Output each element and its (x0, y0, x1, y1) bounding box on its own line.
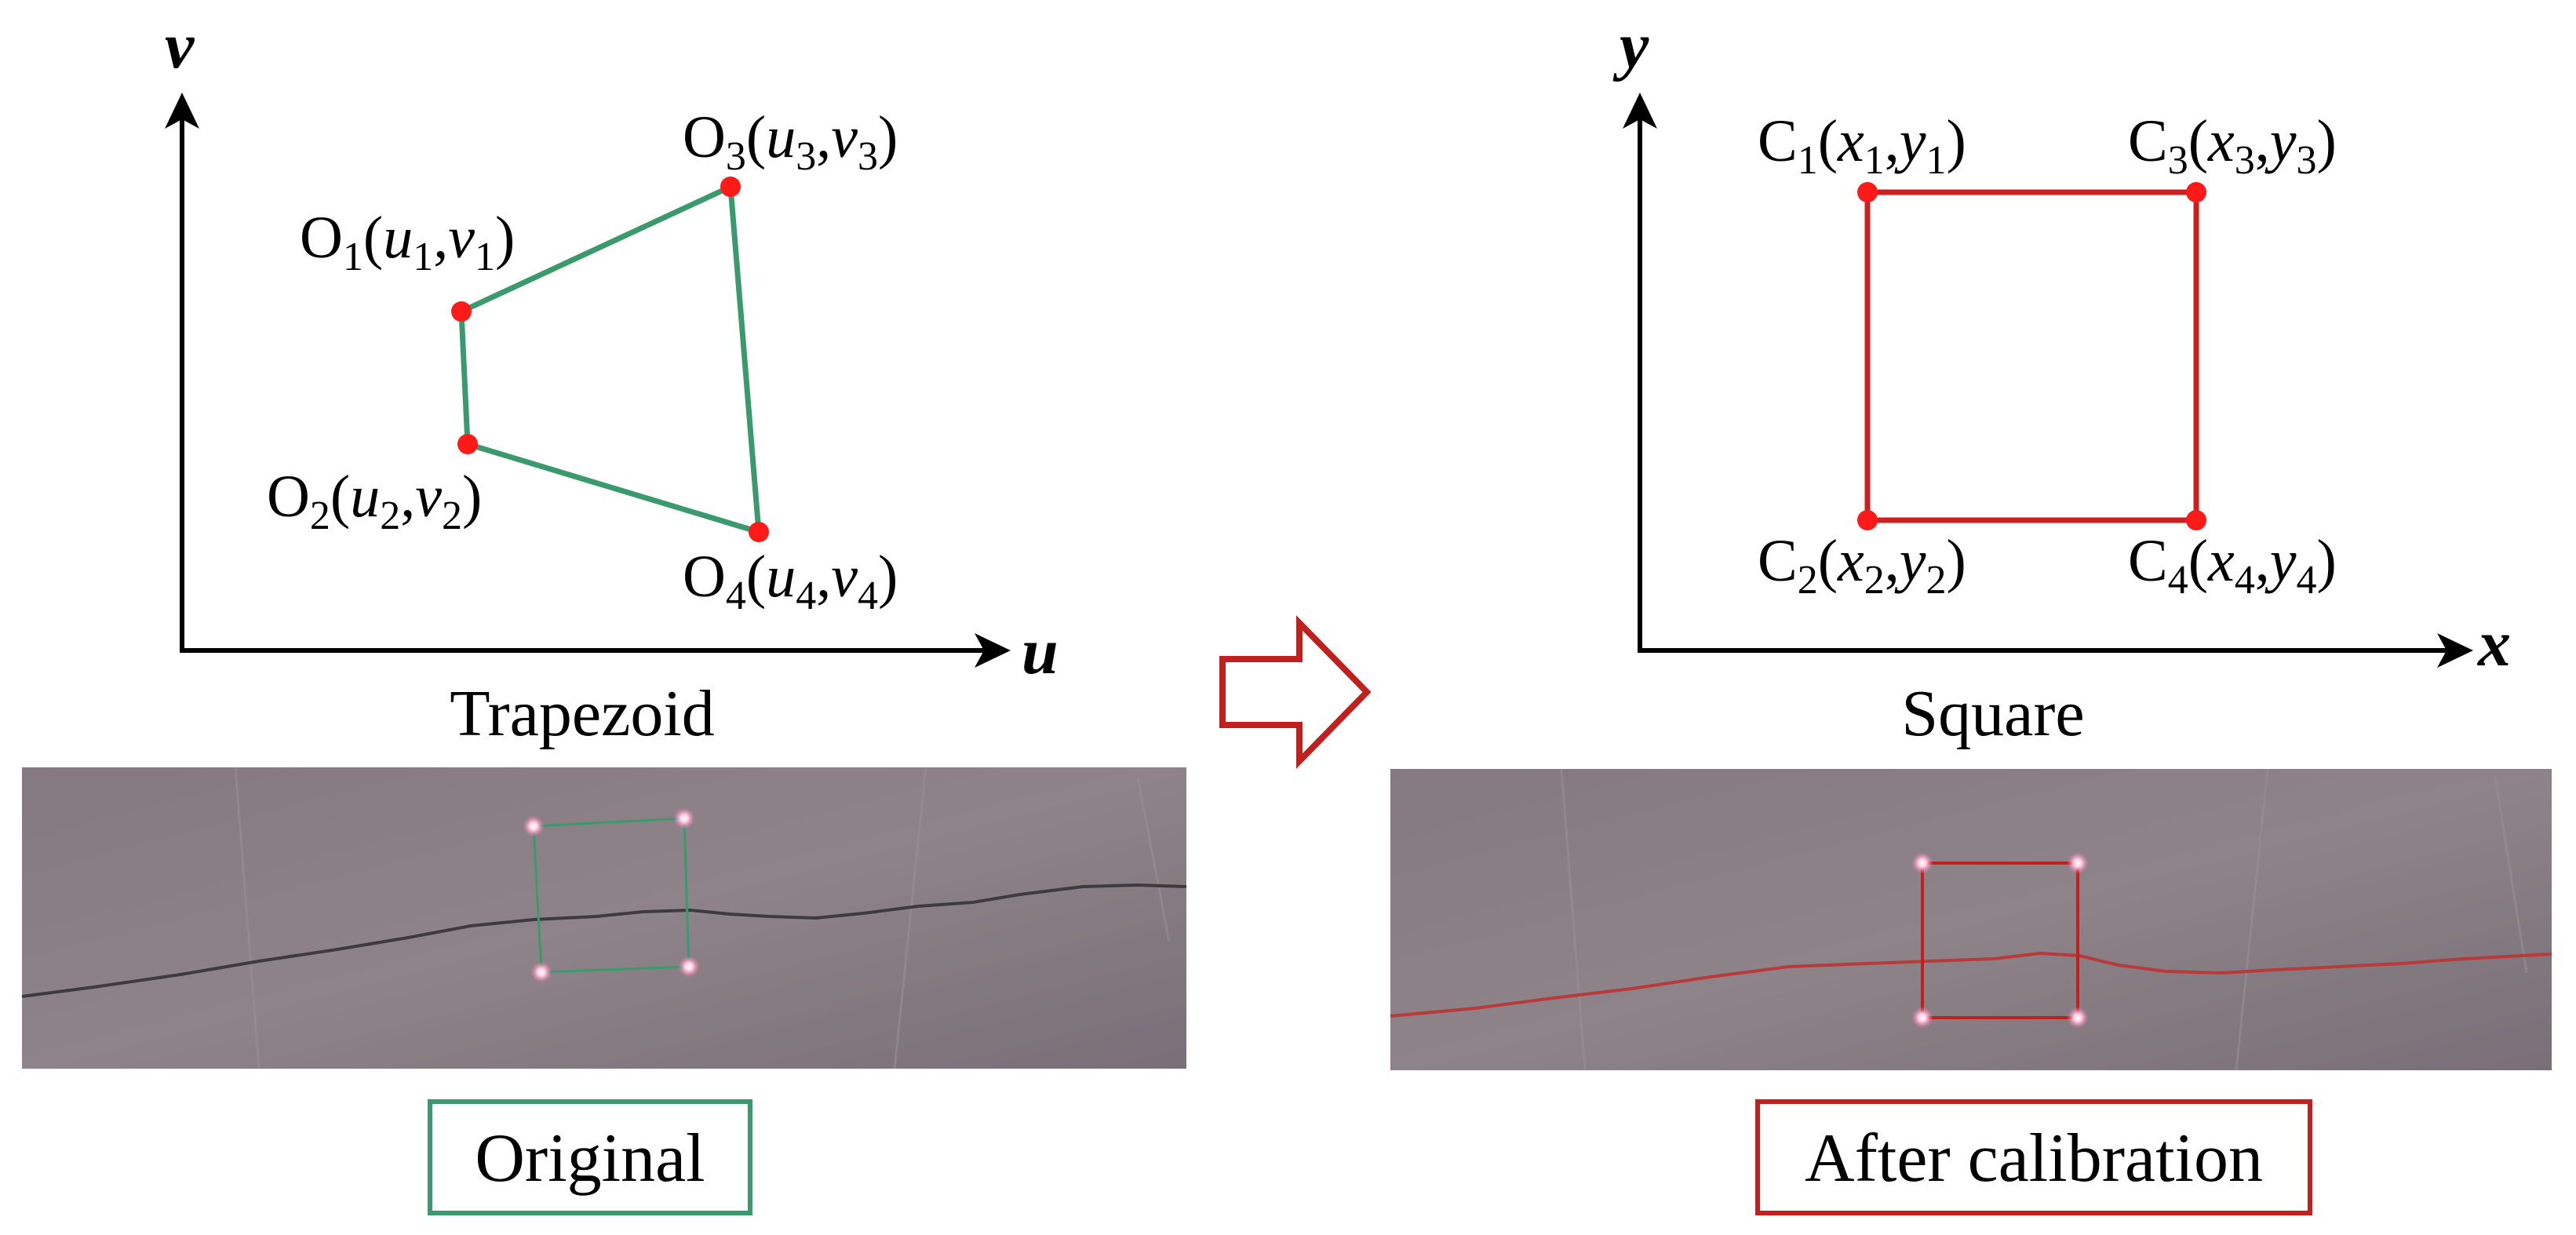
y-axis-arrowhead (1623, 93, 1657, 129)
square-shape (1864, 189, 2199, 523)
point-o2 (457, 434, 478, 454)
calibrated-photo-crack (1390, 951, 2552, 1018)
calibrated-photo-texture (1560, 768, 2528, 1071)
trapezoid-caption: Trapezoid (450, 677, 715, 750)
x-axis-arrowhead (2437, 633, 2473, 668)
label-c3: C3(x3,y3) (2128, 108, 2337, 183)
label-o2: O2(u2,v2) (267, 464, 482, 538)
point-o1 (451, 301, 472, 322)
original-box-frame (428, 1099, 752, 1215)
original-photo-wall (22, 767, 1186, 1069)
label-c4: C4(x4,y4) (2128, 528, 2337, 603)
original-photo-dot-4 (530, 961, 552, 983)
right-coordinate-plot: y x C1(x1,y1) C2(x2,y2) C3(x3,y3) C4(x4,… (1612, 9, 2511, 750)
calibrated-photo-wall (1390, 769, 2552, 1070)
square-caption: Square (1901, 677, 2084, 750)
left-coordinate-plot: v u O1(u1,v1) O2(u2,v2) O3(u3,v3) O4(u4,… (165, 9, 1058, 750)
v-axis-arrowhead (165, 93, 199, 129)
point-o3 (720, 177, 741, 197)
point-c1 (1857, 182, 1878, 202)
point-c4 (2186, 510, 2206, 530)
original-photo-dot-3 (678, 956, 700, 978)
calibrated-photo-dot-4 (2067, 1007, 2089, 1029)
calibrated-photo-dot-1 (1911, 852, 1933, 874)
point-c3 (2186, 182, 2206, 202)
calibrated-photo (1390, 768, 2552, 1071)
original-photo (21, 767, 1187, 1069)
label-o3: O3(u3,v3) (683, 104, 898, 179)
calibration-label-box: After calibration (1755, 1099, 2312, 1215)
point-c2 (1857, 510, 1878, 530)
transform-arrow (1219, 615, 1372, 769)
label-c2: C2(x2,y2) (1758, 528, 1966, 603)
original-photo-dot-1 (523, 815, 545, 837)
original-label: Original (475, 1120, 705, 1197)
label-o1: O1(u1,v1) (300, 205, 515, 279)
v-axis-label: v (165, 9, 195, 82)
original-photo-crack (21, 883, 1187, 998)
original-label-box: Original (428, 1099, 752, 1215)
calibration-box-frame (1755, 1099, 2312, 1215)
label-o4: O4(u4,v4) (683, 544, 898, 618)
u-axis-label: u (1022, 615, 1058, 688)
u-axis-arrowhead (975, 633, 1011, 668)
calibrated-photo-dot-2 (2067, 852, 2089, 874)
calibrated-photo-dot-3 (1911, 1007, 1933, 1029)
after-calibration-label: After calibration (1805, 1120, 2263, 1197)
y-axis-label: y (1612, 9, 1649, 82)
label-c1: C1(x1,y1) (1758, 108, 1966, 183)
original-photo-dot-2 (673, 807, 695, 829)
x-axis-label: x (2476, 607, 2511, 680)
calibrated-photo-square (1921, 862, 2079, 1019)
original-photo-texture (234, 767, 1171, 1069)
point-o4 (749, 522, 769, 542)
